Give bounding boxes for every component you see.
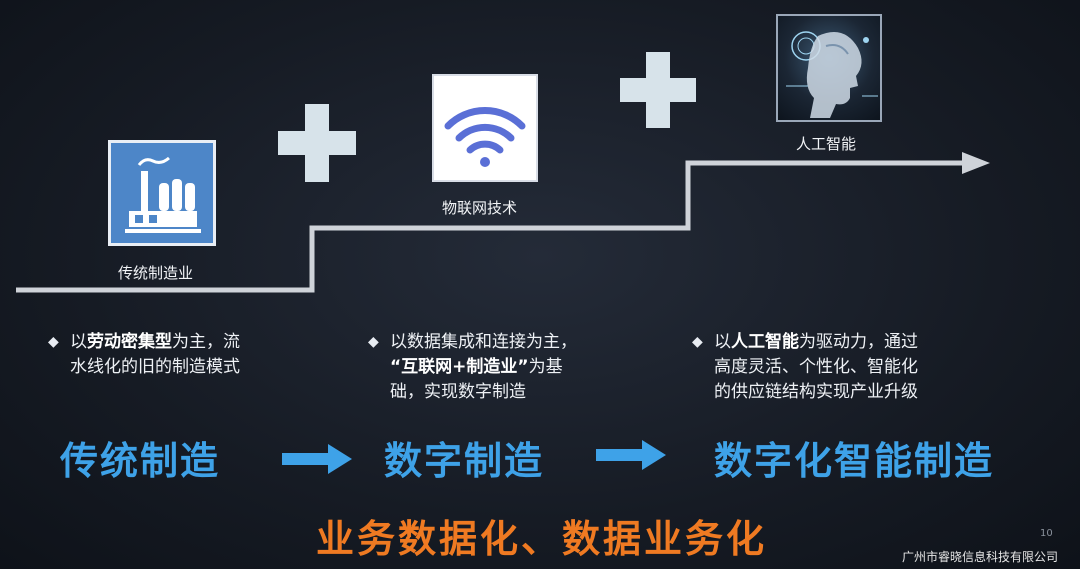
bullet-bold-text: 劳动密集型: [87, 332, 172, 352]
bullet-digital: ◆ 以数据集成和连接为主， “互联网+制造业”为基础，实现数字制造: [368, 330, 638, 405]
bullet-text: 以数据集成和连接为主，: [390, 332, 577, 352]
bullet-bold-text: 人工智能: [731, 332, 799, 352]
bullet-text: 水线化的旧的制造模式: [70, 357, 240, 377]
page-number: 10: [1040, 528, 1053, 539]
watermark: 广州市睿晓信息科技有限公司: [902, 550, 1059, 564]
bullet-text: 以: [70, 332, 87, 352]
bullet-bold-text: “互联网+制造业”: [390, 357, 529, 377]
staircase-arrowhead: [962, 152, 990, 174]
stage-digital: 数字制造: [384, 439, 545, 483]
diamond-icon: ◆: [368, 334, 379, 350]
stage-traditional: 传统制造: [60, 439, 221, 483]
diamond-icon: ◆: [48, 334, 59, 350]
bullet-text: 高度灵活、个性化、智能化: [714, 357, 918, 377]
bullet-text: 为基: [528, 357, 563, 377]
caption-ai: 人工智能: [796, 135, 857, 153]
bullet-text: 为驱动力，通过: [799, 332, 918, 352]
staircase-line: [16, 160, 965, 293]
factory-icon: [108, 140, 216, 246]
ai-head-icon: [776, 14, 882, 122]
diamond-icon: ◆: [692, 334, 703, 350]
plus-icon-2: [620, 52, 696, 128]
wifi-icon: [432, 74, 538, 182]
caption-iot: 物联网技术: [442, 199, 518, 217]
right-arrow-icon-1: [282, 444, 352, 474]
bullet-text: 的供应链结构实现产业升级: [714, 382, 918, 402]
bullet-text: 为主，流: [172, 332, 240, 352]
bullet-intelligent: ◆ 以人工智能为驱动力，通过高度灵活、个性化、智能化的供应链结构实现产业升级: [692, 330, 992, 405]
right-arrow-icon-2: [596, 440, 666, 470]
caption-traditional: 传统制造业: [118, 264, 194, 282]
bullet-text: 础，实现数字制造: [390, 382, 526, 402]
bullet-text: 以: [714, 332, 731, 352]
slogan: 业务数据化、数据业务化: [316, 517, 768, 561]
bullet-traditional: ◆ 以劳动密集型为主，流水线化的旧的制造模式: [48, 330, 298, 380]
plus-icon-1: [278, 104, 356, 182]
stage-intelligent: 数字化智能制造: [714, 439, 995, 483]
